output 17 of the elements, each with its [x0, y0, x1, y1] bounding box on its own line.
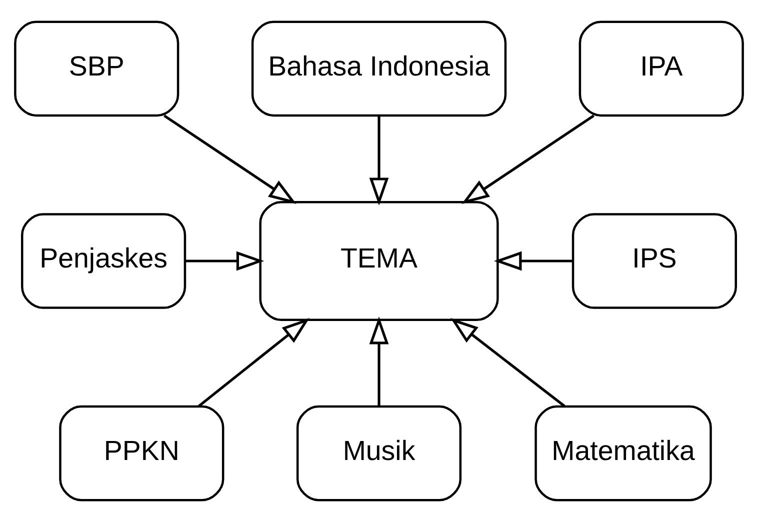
arrow	[369, 115, 389, 205]
node-box: Musik	[296, 404, 462, 501]
arrow	[369, 316, 389, 406]
node-box: TEMA	[259, 200, 499, 321]
arrow	[185, 250, 264, 270]
node-box: Bahasa Indonesia	[251, 20, 507, 116]
node-box: IPS	[572, 212, 737, 308]
node-box: IPA	[578, 20, 744, 116]
arrow	[164, 114, 296, 204]
arrow	[198, 317, 310, 407]
node-box: Matematika	[534, 404, 712, 501]
node-box: SBP	[14, 20, 180, 116]
node-box: Penjaskes	[21, 212, 186, 308]
arrow	[462, 114, 594, 204]
arrow	[450, 318, 566, 407]
arrow	[494, 250, 572, 270]
node-box: PPKN	[59, 404, 224, 501]
